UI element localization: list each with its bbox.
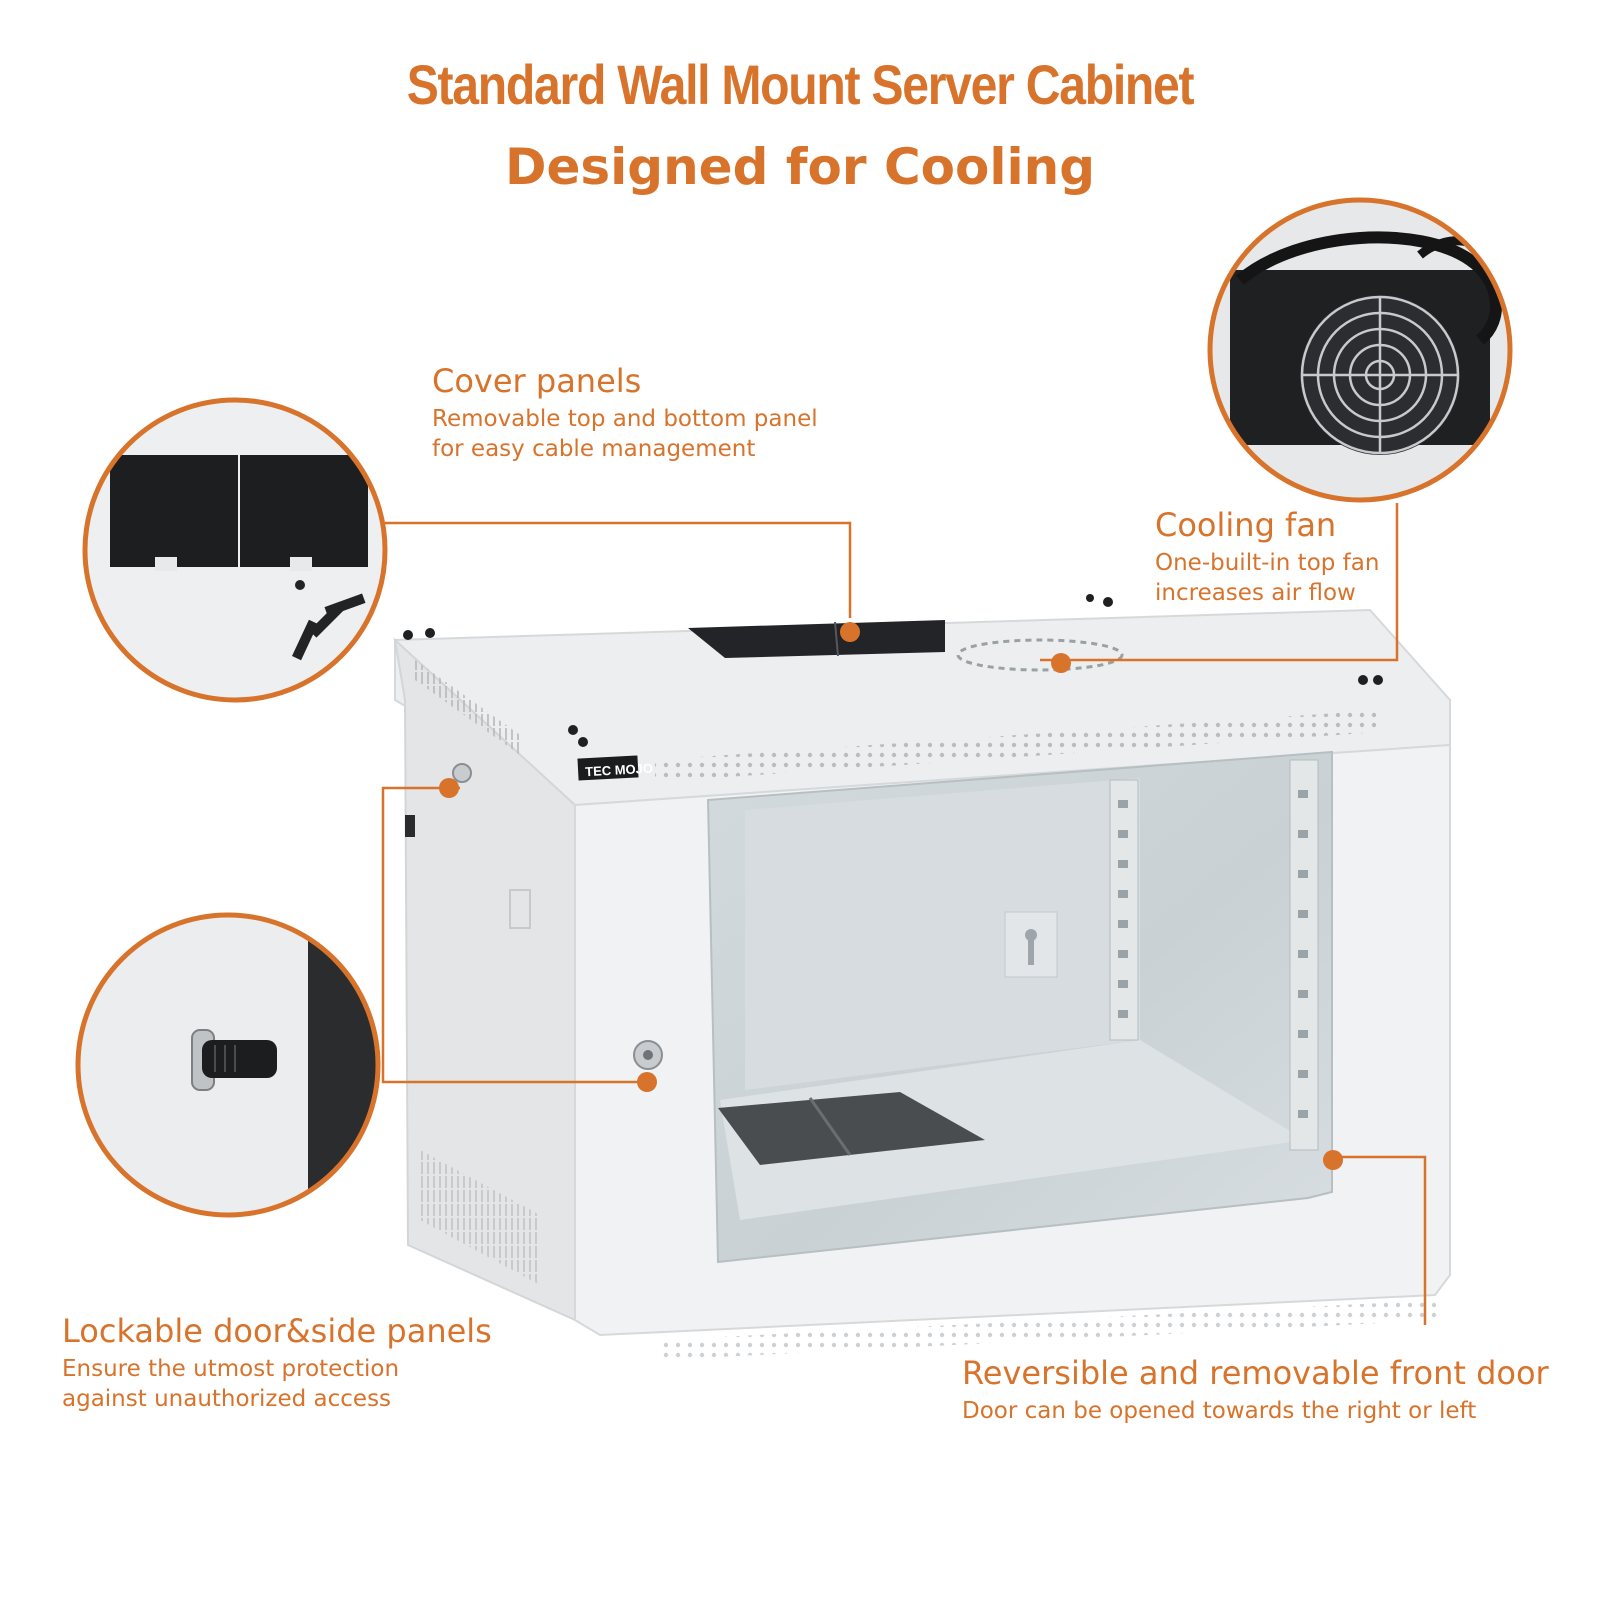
feature-cooling-fan: Cooling fan One-built-in top fan increas… bbox=[1155, 507, 1379, 609]
cover-panels-desc-line1: Removable top and bottom panel bbox=[432, 405, 818, 432]
page-title: Standard Wall Mount Server Cabinet bbox=[406, 53, 1195, 116]
cooling-fan-heading: Cooling fan bbox=[1155, 506, 1337, 544]
cooling-fan-desc-line1: One-built-in top fan bbox=[1155, 549, 1380, 576]
cabinet-body bbox=[393, 594, 1451, 1360]
lockable-heading: Lockable door&side panels bbox=[62, 1312, 492, 1350]
front-door-desc-line1: Door can be opened towards the right or … bbox=[962, 1397, 1477, 1424]
feature-front-door: Reversible and removable front door Door… bbox=[962, 1355, 1549, 1426]
cover-panels-zoom bbox=[82, 397, 388, 703]
lockable-desc-line2: against unauthorized access bbox=[62, 1386, 392, 1413]
door-lock-dot-icon bbox=[637, 1072, 657, 1092]
feature-lockable-panels: Lockable door&side panels Ensure the utm… bbox=[62, 1313, 492, 1415]
cover-panels-heading: Cover panels bbox=[432, 362, 642, 400]
lock-zoom bbox=[75, 912, 381, 1218]
cooling-fan-zoom bbox=[1207, 197, 1513, 503]
callout-lines bbox=[381, 503, 1427, 1325]
cover-panels-dot-icon bbox=[840, 622, 860, 642]
cooling-fan-dot-icon bbox=[1051, 653, 1071, 673]
feature-cover-panels: Cover panels Removable top and bottom pa… bbox=[432, 363, 818, 465]
brand-logo: TEC MOJO bbox=[585, 761, 654, 780]
cooling-fan-desc-line2: increases air flow bbox=[1155, 580, 1356, 607]
cover-panels-desc-line2: for easy cable management bbox=[432, 436, 756, 463]
front-door-heading: Reversible and removable front door bbox=[962, 1354, 1549, 1392]
page-subtitle: Designed for Cooling bbox=[504, 138, 1096, 196]
front-door-dot-icon bbox=[1323, 1150, 1343, 1170]
side-lock-dot-icon bbox=[439, 778, 459, 798]
lockable-desc-line1: Ensure the utmost protection bbox=[62, 1355, 400, 1382]
